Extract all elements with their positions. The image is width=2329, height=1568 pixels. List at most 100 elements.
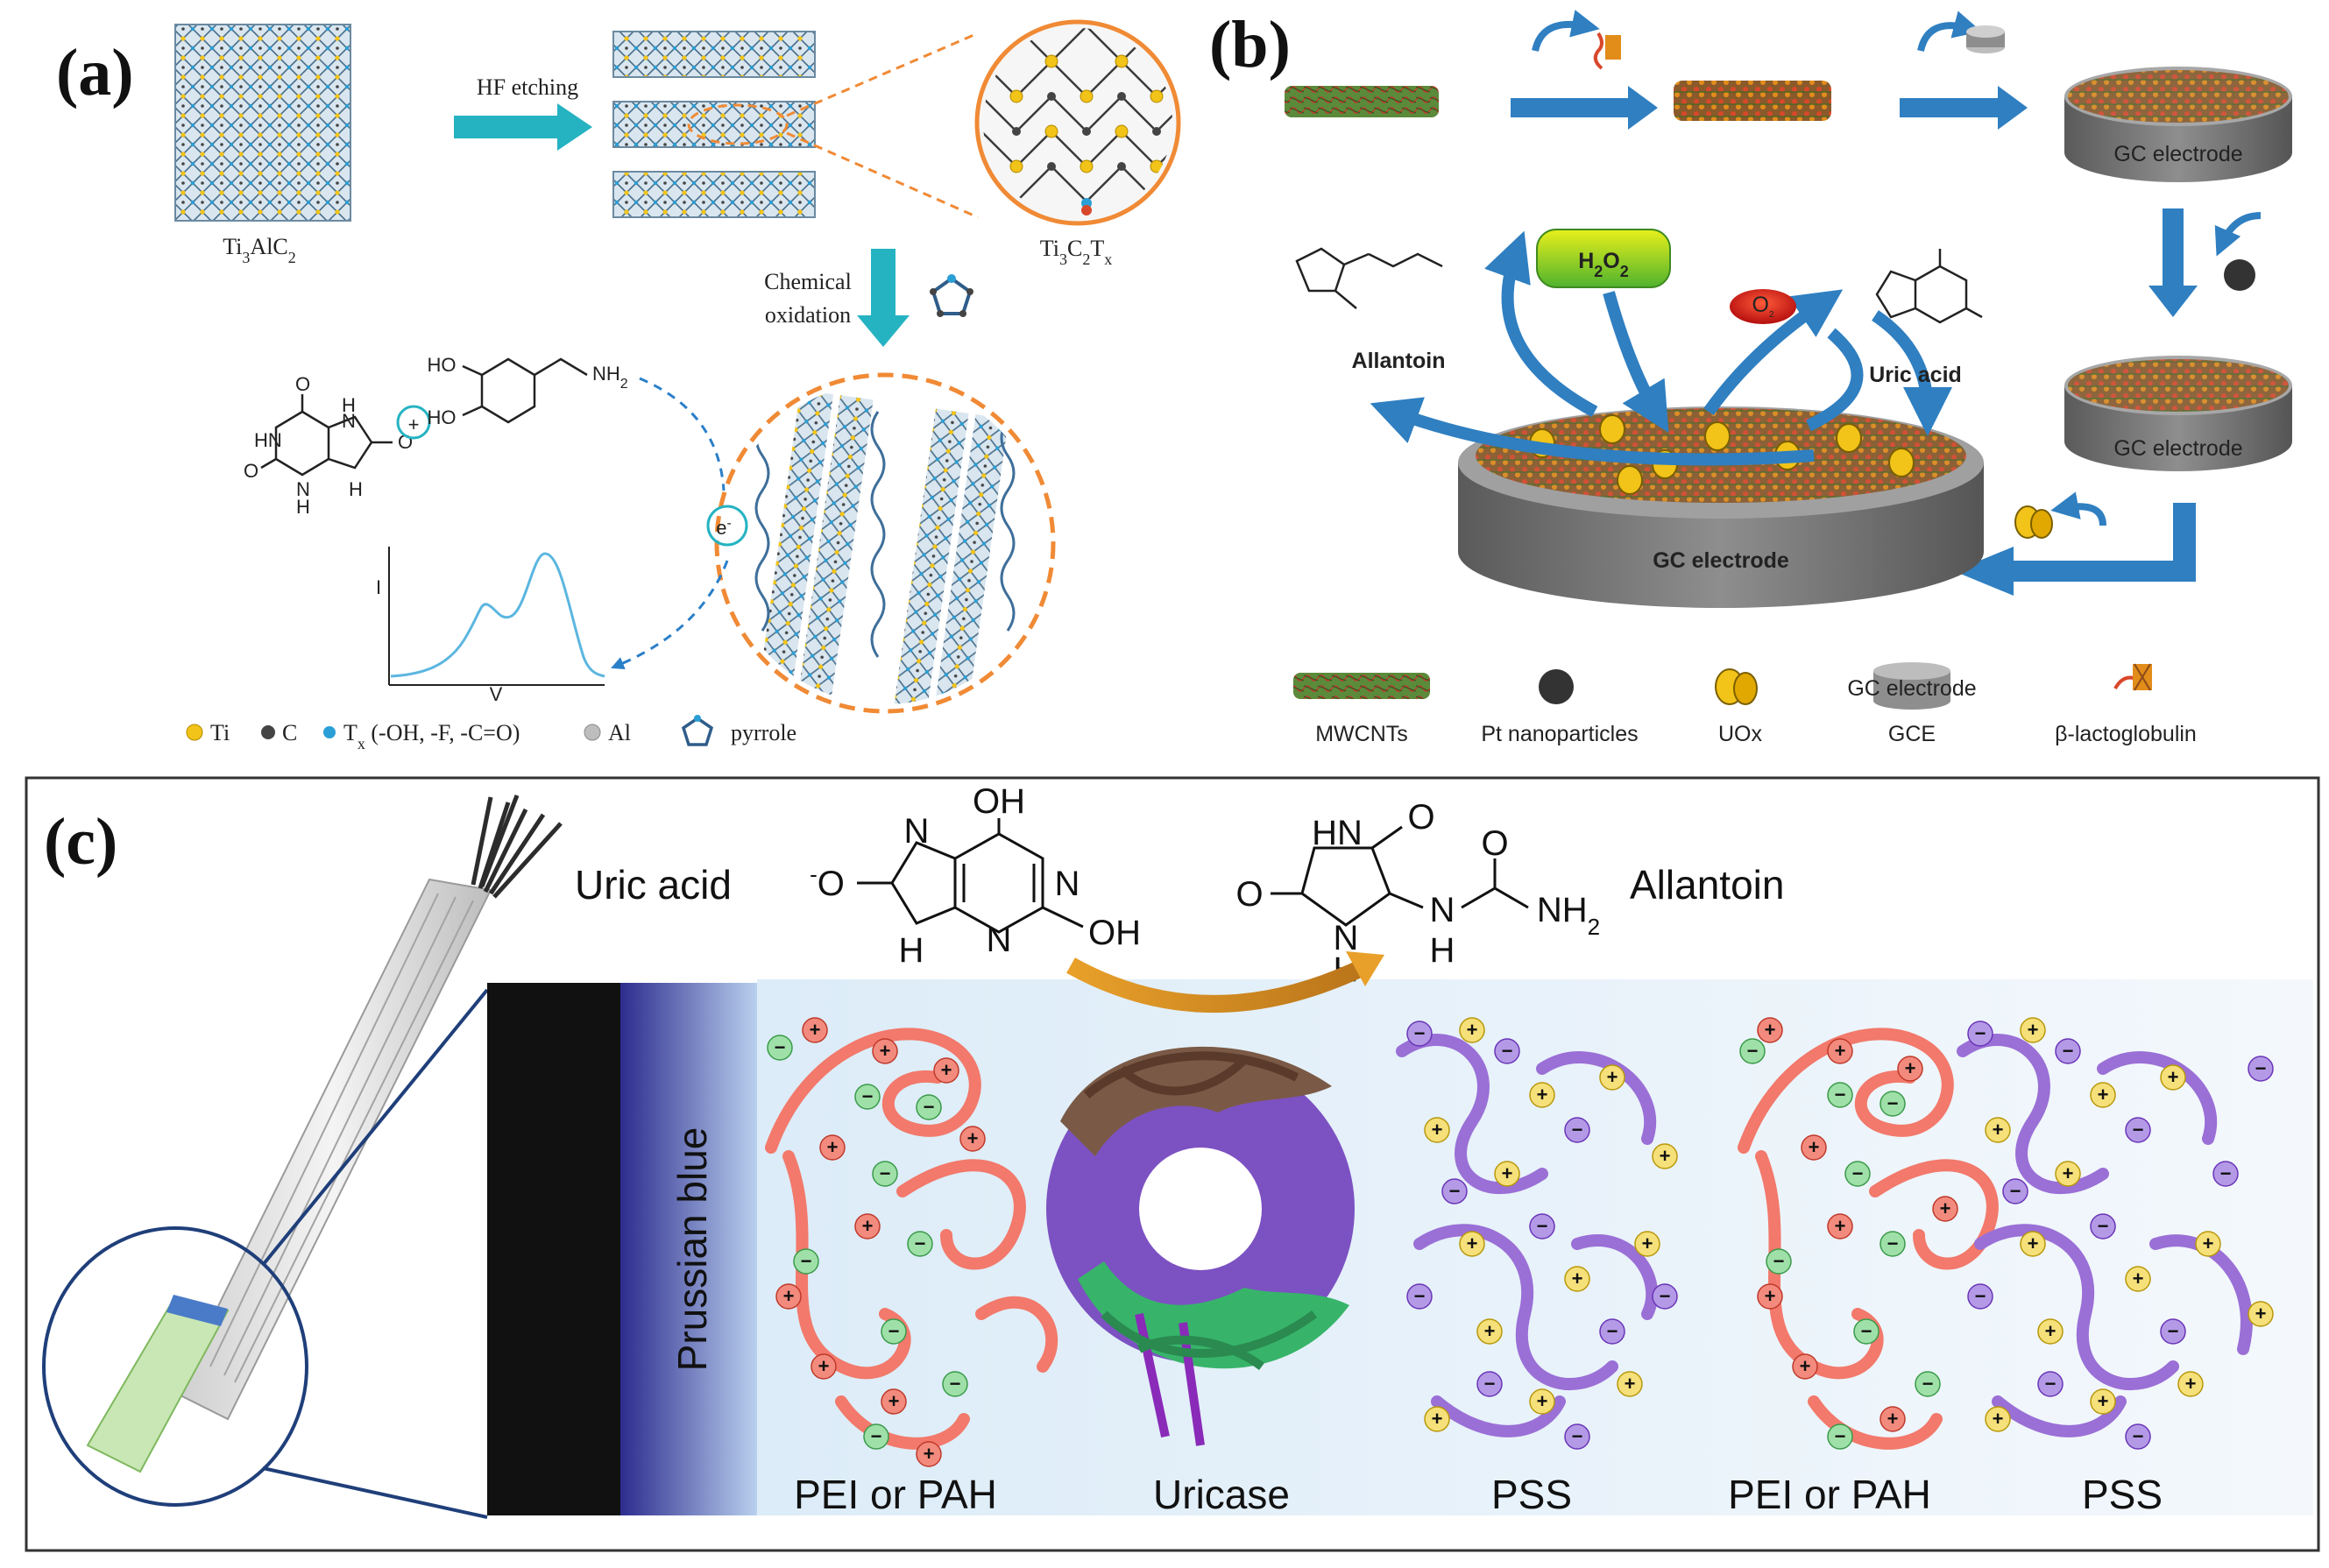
allantoin-o1: O [1407, 798, 1434, 837]
positive-charge-yellow-sign: + [1642, 1233, 1653, 1254]
pss-negative-charge-marker [1564, 1423, 1590, 1450]
positive-charge-yellow-marker [1529, 1082, 1555, 1108]
negative-charge-green-sign: − [1852, 1162, 1864, 1184]
allantoin-structure-c [1271, 825, 1529, 927]
pss-negative-charge-sign: − [1414, 1285, 1426, 1307]
allantoin-molecule-b [1295, 247, 1443, 309]
negative-charge-green-sign: − [924, 1096, 935, 1118]
mxene-layers [612, 31, 979, 219]
pei-positive-charge-sign: + [818, 1355, 830, 1377]
gc-electrode-step3 [2064, 67, 2292, 182]
pss-negative-charge-marker [1967, 1283, 1993, 1310]
uric-o-minus: -O [810, 861, 845, 903]
svg-text:O2: O2 [1752, 293, 1773, 320]
positive-charge-yellow-marker [1424, 1117, 1450, 1143]
positive-charge-yellow-sign: + [2028, 1019, 2039, 1041]
chemical-oxidation-label-1: Chemical [764, 269, 852, 294]
legend-pyrrole-icon [681, 715, 714, 746]
reaction-arc [1066, 957, 1371, 1013]
pei-positive-charge-marker [872, 1038, 898, 1064]
negative-charge-green-sign: − [1922, 1373, 1934, 1395]
pei-positive-charge-sign: + [888, 1390, 900, 1412]
negative-charge-green-marker [872, 1161, 898, 1187]
positive-charge-yellow-sign: + [2063, 1162, 2074, 1184]
pei-positive-charge-sign: + [1905, 1057, 1916, 1079]
carbon-fiber-bundle [86, 795, 563, 1473]
negative-charge-green-marker [1844, 1161, 1871, 1187]
uric-acid-molecule-b [1875, 249, 1983, 324]
pss-negative-charge-marker [1406, 1283, 1433, 1310]
pei-strands-right [1738, 1028, 1999, 1450]
pei-positive-charge-sign: + [1940, 1197, 1951, 1219]
positive-charge-yellow-sign: + [1993, 1119, 2004, 1141]
positive-charge-yellow-marker [1494, 1161, 1520, 1187]
pei-positive-charge-sign: + [1765, 1285, 1776, 1307]
electron-path-2 [611, 560, 729, 670]
negative-charge-green-sign: − [1835, 1425, 1846, 1447]
pei-positive-charge-marker [775, 1283, 802, 1310]
pei-positive-charge-marker [819, 1134, 846, 1161]
pei-positive-charge-marker [1827, 1213, 1853, 1240]
negative-charge-green-marker [863, 1423, 889, 1450]
legend-label-mwcnts: MWCNTs [1315, 722, 1408, 746]
positive-charge-yellow-marker [1652, 1143, 1678, 1169]
legend-ti: Ti [210, 720, 230, 745]
negative-charge-green-marker [854, 1084, 881, 1110]
positive-charge-yellow-sign: + [1537, 1390, 1548, 1412]
pss-negative-charge-sign: − [2255, 1057, 2267, 1079]
negative-charge-green-marker [793, 1248, 819, 1275]
positive-charge-yellow-marker [2020, 1017, 2046, 1043]
pt-nanoparticle-icon [2224, 259, 2255, 291]
pyrrole-icon [930, 274, 973, 317]
pss-strands-mid [1396, 1034, 1659, 1437]
pei-positive-charge-marker [1792, 1353, 1818, 1380]
zoom-line-bottom [262, 1466, 488, 1519]
pss-negative-charge-marker [2248, 1056, 2274, 1082]
pei-positive-charge-sign: + [924, 1443, 935, 1465]
gc-electrode-main [1458, 406, 1984, 608]
mwcnt-step1 [1285, 86, 1439, 117]
pei-positive-charge-sign: + [1800, 1355, 1811, 1377]
pss-negative-charge-marker [1441, 1178, 1468, 1204]
uric-n2-c: N [1055, 865, 1080, 903]
pss-negative-charge-sign: − [1502, 1040, 1513, 1062]
negative-charge-green-marker [942, 1371, 968, 1397]
pss-negative-charge-sign: − [1449, 1180, 1461, 1202]
uric-oh2: OH [1088, 914, 1141, 952]
pss-negative-charge-marker [1564, 1117, 1590, 1143]
positive-charge-yellow-sign: + [1432, 1408, 1443, 1430]
positive-charge-yellow-marker [2020, 1231, 2046, 1257]
negative-charge-green-sign: − [915, 1233, 926, 1254]
carbon-fiber-layer [487, 983, 620, 1515]
uric-h3: H [349, 478, 363, 500]
legend-label-pt: Pt nanoparticles [1481, 722, 1638, 746]
svg-text:H2O2: H2O2 [1578, 249, 1629, 280]
negative-charge-green-sign: − [871, 1425, 882, 1447]
uric-n3-c: N [987, 921, 1012, 959]
negative-charge-green-marker [1853, 1318, 1879, 1345]
positive-charge-yellow-marker [1476, 1318, 1503, 1345]
step-arrow-1 [1511, 10, 1658, 130]
pss-negative-charge-marker [1476, 1371, 1503, 1397]
negative-charge-green-marker [916, 1094, 942, 1120]
pss-negative-charge-marker [1967, 1021, 1993, 1047]
uric-n1-c: N [904, 812, 930, 851]
pss-negative-charge-marker [2125, 1117, 2151, 1143]
negative-charge-green-sign: − [775, 1036, 786, 1058]
pei-positive-charge-marker [1932, 1196, 1958, 1222]
pss-negative-charge-sign: − [1975, 1022, 1986, 1044]
negative-charge-green-sign: − [801, 1250, 812, 1272]
allantoin-n2: N [1430, 891, 1455, 929]
allantoin-o3: O [1481, 824, 1508, 863]
legend-label-gce: GCE [1888, 722, 1936, 746]
allantoin-label-b: Allantoin [1352, 349, 1446, 373]
pei-positive-charge-sign: + [783, 1285, 795, 1307]
svg-text:+: + [408, 413, 420, 435]
positive-charge-yellow-marker [1599, 1064, 1625, 1091]
positive-charge-yellow-sign: + [2168, 1066, 2179, 1088]
svg-text:GC electrode: GC electrode [1847, 676, 1976, 701]
pss-negative-charge-sign: − [1572, 1119, 1583, 1141]
pei-positive-charge-sign: + [1835, 1040, 1846, 1062]
negative-charge-green-marker [1739, 1038, 1766, 1064]
